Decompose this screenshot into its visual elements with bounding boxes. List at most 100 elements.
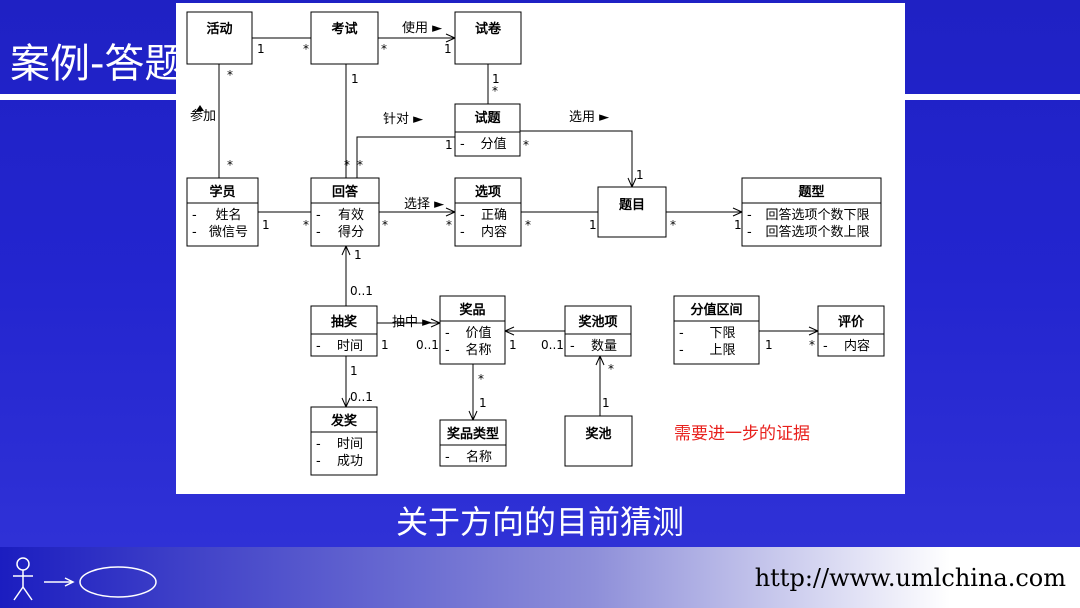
class-name: 题型 [798, 184, 824, 200]
attribute-bullet: - [316, 339, 321, 354]
class-attribute: 正确 [481, 208, 507, 223]
umlchina-logo-icon [13, 557, 157, 601]
class-box [310, 11, 379, 65]
class-box [439, 295, 506, 365]
attribute-bullet: - [192, 225, 197, 240]
assoc-label-target: 针对 ► [383, 112, 423, 127]
class-attribute: 名称 [465, 342, 491, 358]
slide-caption: 关于方向的目前猜测 [395, 503, 684, 541]
class-attribute: 分值 [480, 136, 506, 152]
class-attribute: 成功 [337, 454, 363, 469]
multiplicity: * [357, 158, 363, 172]
multiplicity: 1 [479, 396, 487, 410]
class-attribute: 有效 [338, 208, 364, 223]
class-choujiang: 抽奖- 时间 [310, 305, 378, 357]
class-box [454, 103, 521, 157]
class-box [564, 415, 633, 467]
multiplicity: 1 [765, 338, 773, 352]
attribute-bullet: - [445, 450, 450, 465]
class-attribute: 回答选项个数上限 [765, 224, 869, 240]
class-box [186, 177, 259, 247]
multiplicity: * [381, 42, 387, 56]
class-name: 抽奖 [331, 314, 358, 330]
class-box [310, 177, 380, 247]
class-jiangpinleixing: 奖品类型 - 名称 [439, 419, 507, 467]
class-attribute: 上限 [709, 343, 735, 358]
class-box [564, 305, 632, 357]
class-xueyuan: 学员-姓名-微信号 [186, 177, 259, 247]
class-xuanxiang: 选项-正确-内容 [454, 177, 522, 247]
multiplicity: 1 [351, 72, 359, 86]
class-attribute: 内容 [481, 224, 507, 240]
class-timu: 题目 [597, 186, 667, 238]
multiplicity: 1 [589, 218, 597, 232]
class-box [741, 177, 882, 247]
class-diagram-canvas: 活动考试试卷试题-分值学员-姓名-微信号回答-有效-得分选项-正确-内容题目题型… [186, 11, 885, 476]
attribute-bullet: - [747, 208, 752, 223]
assoc-shiti-timu [520, 130, 633, 187]
attribute-bullet: - [316, 454, 321, 469]
evidence-note: 需要进一步的证据 [674, 424, 810, 444]
class-name: 活动 [206, 21, 232, 37]
class-name: 奖品类型 [447, 426, 499, 442]
attribute-bullet: - [445, 326, 450, 341]
class-box [454, 11, 522, 65]
class-name: 奖池 [585, 426, 611, 442]
class-attribute: 时间 [337, 339, 363, 354]
assoc-label-choose: 选择 ► [404, 197, 444, 212]
multiplicity: * [303, 42, 309, 56]
class-name: 选项 [475, 184, 501, 200]
class-tixing: 题型-回答选项个数下限-回答选项个数上限 [741, 177, 882, 247]
multiplicity: 1 [381, 338, 389, 352]
class-huida: 回答-有效-得分 [310, 177, 380, 247]
multiplicity: 1 [354, 248, 362, 262]
class-attribute: 微信号 [209, 225, 248, 240]
class-name: 奖品 [459, 302, 485, 318]
class-shiti: 试题-分值 [454, 103, 521, 157]
attribute-bullet: - [823, 339, 828, 354]
multiplicity: * [446, 218, 452, 232]
class-fenzhiqujian: 分值区间-下限-上限 [673, 295, 760, 365]
class-fajiang: 发奖-时间-成功 [310, 406, 378, 476]
attribute-bullet: - [316, 225, 321, 240]
multiplicity: 0..1 [350, 390, 373, 404]
class-shijuan: 试卷 [454, 11, 522, 65]
direction-triangle-icon [196, 105, 204, 111]
class-box [454, 177, 522, 247]
attribute-bullet: - [747, 225, 752, 240]
class-jiangchi: 奖池 [564, 415, 633, 467]
multiplicity: 1 [602, 396, 610, 410]
class-diagram: 活动考试试卷试题-分值学员-姓名-微信号回答-有效-得分选项-正确-内容题目题型… [176, 3, 905, 494]
attribute-bullet: - [679, 343, 684, 358]
attribute-bullet: - [460, 137, 465, 152]
footer-bar [0, 547, 1080, 608]
class-jiangpin: 奖品-价值-名称 [439, 295, 506, 365]
attribute-bullet: - [460, 208, 465, 223]
multiplicity: 1 [350, 364, 358, 378]
attribute-bullet: - [570, 339, 575, 354]
multiplicity: 1 [636, 168, 644, 182]
class-box [439, 419, 507, 467]
class-name: 发奖 [330, 413, 358, 429]
multiplicity: * [478, 372, 484, 386]
multiplicity: * [382, 218, 388, 232]
multiplicity: * [227, 68, 233, 82]
class-box [310, 305, 378, 357]
assoc-huida-shiti [356, 136, 455, 178]
assoc-label-use: 使用 ► [402, 20, 442, 36]
assoc-label-win: 抽中 ► [392, 315, 432, 330]
class-name: 题目 [619, 198, 645, 213]
multiplicity: 0..1 [541, 338, 564, 352]
class-attribute: 名称 [466, 449, 492, 465]
footer-url[interactable]: http://www.umlchina.com [754, 564, 1066, 592]
class-attribute: 得分 [338, 224, 364, 240]
multiplicity: * [344, 158, 350, 172]
attribute-bullet: - [316, 208, 321, 223]
class-box [673, 295, 760, 365]
multiplicity: 0..1 [350, 284, 373, 298]
class-attribute: 内容 [844, 338, 870, 354]
class-jiangchixiang: 奖池项-数量 [564, 305, 632, 357]
class-name: 考试 [331, 21, 357, 37]
multiplicity: 0..1 [416, 338, 439, 352]
multiplicity: * [525, 218, 531, 232]
